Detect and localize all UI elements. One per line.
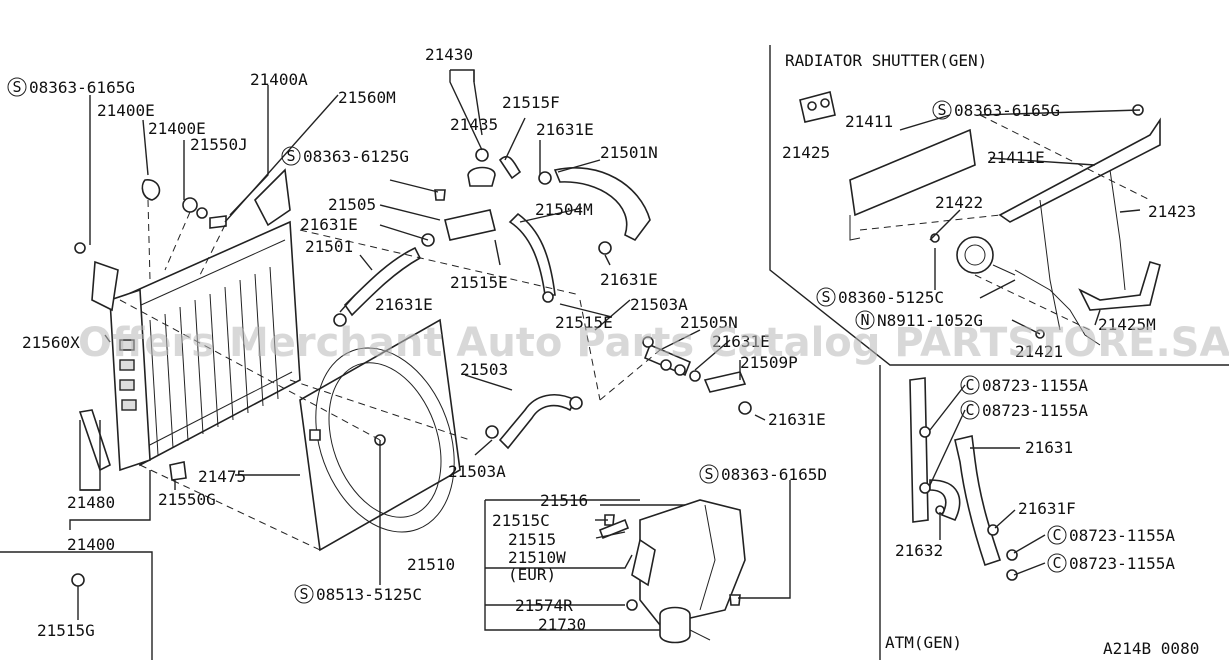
label-21422: 21422 (935, 193, 983, 212)
reservoir-tank (631, 499, 746, 644)
nut-symbol: N (860, 311, 869, 329)
label-21509p: 21509P (740, 353, 798, 372)
radiator (109, 168, 301, 472)
label-21515g: 21515G (37, 621, 95, 640)
label-21505: 21505 (328, 195, 376, 214)
label-21425: 21425 (782, 143, 830, 162)
label-08360-5125c: 08360-5125C (838, 288, 944, 307)
label-21574r: 21574R (515, 596, 573, 615)
label-21510: 21510 (407, 555, 455, 574)
label-21550g: 21550G (158, 490, 216, 509)
label-21411e: 21411E (987, 148, 1045, 167)
label-21435: 21435 (450, 115, 498, 134)
label-21515e-b: 21515E (555, 313, 613, 332)
clip-symbol: C (965, 401, 974, 419)
label-08723-1155a-d: 08723-1155A (1069, 554, 1175, 573)
label-21560m: 21560M (338, 88, 396, 107)
leader-lines (69, 69, 1141, 631)
dashed-lines (119, 114, 1151, 551)
label-21510w: 21510W (508, 548, 566, 567)
label-21503a-b: 21503A (448, 462, 506, 481)
clip-symbol: C (1052, 554, 1061, 572)
label-radiator-shutter: RADIATOR SHUTTER(GEN) (785, 51, 987, 70)
label-21400e-a: 21400E (97, 101, 155, 120)
small-parts (71, 148, 752, 620)
label-21430: 21430 (425, 45, 473, 64)
label-21631e-f: 21631E (768, 410, 826, 429)
label-21504m: 21504M (535, 200, 593, 219)
screw-symbol: S (821, 288, 830, 306)
label-21475: 21475 (198, 467, 246, 486)
label-21560x: 21560X (22, 333, 80, 352)
label-21515: 21515 (508, 530, 556, 549)
label-21411: 21411 (845, 112, 893, 131)
label-atm-gen: ATM(GEN) (885, 633, 962, 652)
label-21730: 21730 (538, 615, 586, 634)
label-21421: 21421 (1015, 342, 1063, 361)
screw-symbol: S (12, 78, 21, 96)
symbol-letters: S S S S S S N C C C C (12, 78, 1061, 603)
panel-borders (0, 45, 1229, 660)
label-21631e-d: 21631E (375, 295, 433, 314)
label-08723-1155a-b: 08723-1155A (982, 401, 1088, 420)
label-21631: 21631 (1025, 438, 1073, 457)
label-21631e-e: 21631E (712, 332, 770, 351)
label-21515e-a: 21515E (450, 273, 508, 292)
label-n8911-1052g: N8911-1052G (877, 311, 983, 330)
label-21400a: 21400A (250, 70, 308, 89)
label-21425m: 21425M (1098, 315, 1156, 334)
label-21503: 21503 (460, 360, 508, 379)
diagram-code: A214B 0080 (1103, 639, 1199, 658)
label-08723-1155a-a: 08723-1155A (982, 376, 1088, 395)
part-labels: 21430 21400A 08363-6165G 21560M 21400E 2… (22, 45, 1199, 658)
radiator-shutter (799, 91, 1161, 346)
screw-symbol: S (937, 101, 946, 119)
label-08513-5125c: 08513-5125C (316, 585, 422, 604)
label-21631f: 21631F (1018, 499, 1076, 518)
label-08363-6125g: 08363-6125G (303, 147, 409, 166)
label-21632: 21632 (895, 541, 943, 560)
label-eur: (EUR) (508, 565, 556, 584)
label-21501n: 21501N (600, 143, 658, 162)
label-08363-6165g-right: 08363-6165G (954, 101, 1060, 120)
label-21400e-b: 21400E (148, 119, 206, 138)
label-08363-6165g-left: 08363-6165G (29, 78, 135, 97)
label-21631e-c: 21631E (600, 270, 658, 289)
label-21480: 21480 (67, 493, 115, 512)
clip-symbol: C (965, 376, 974, 394)
screw-symbol: S (704, 465, 713, 483)
label-21515f: 21515F (502, 93, 560, 112)
label-21400: 21400 (67, 535, 115, 554)
label-21631e-b: 21631E (300, 215, 358, 234)
label-21631e-a: 21631E (536, 120, 594, 139)
label-08363-6165d: 08363-6165D (721, 465, 827, 484)
label-21501: 21501 (305, 237, 353, 256)
symbol-circles (7, 77, 1067, 604)
label-21516: 21516 (540, 491, 588, 510)
label-21515c: 21515C (492, 511, 550, 530)
atm-parts (909, 377, 1018, 581)
label-21550j: 21550J (190, 135, 248, 154)
label-21423: 21423 (1148, 202, 1196, 221)
watermark-text: Offers Merchant Auto Parts Catalog PARTS… (78, 320, 1229, 366)
hoses (343, 155, 747, 450)
label-21505n: 21505N (680, 313, 738, 332)
label-21503a-a: 21503A (630, 295, 688, 314)
screw-symbol: S (299, 585, 308, 603)
screw-symbol: S (286, 147, 295, 165)
label-08723-1155a-c: 08723-1155A (1069, 526, 1175, 545)
clip-symbol: C (1052, 526, 1061, 544)
